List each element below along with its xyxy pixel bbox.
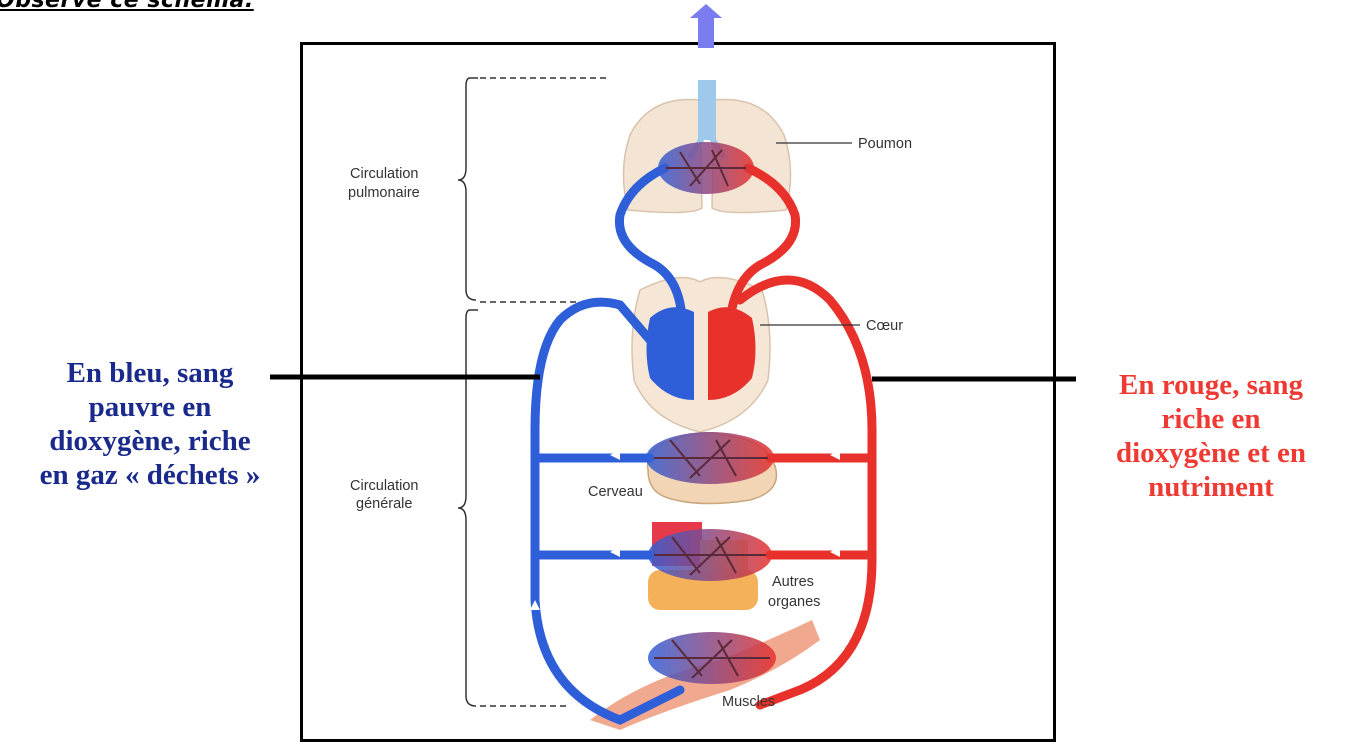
bracket-generale [458,310,570,706]
capillary-muscles [648,632,776,684]
label-poumon: Poumon [858,136,912,152]
right-label-line-2: riche en [1075,402,1347,436]
outflow-arrow [690,4,722,48]
bracket-pulmonaire [458,78,610,302]
capillary-lung [658,142,754,194]
label-autres-organes-2: organes [768,594,820,610]
right-label-line-4: nutriment [1075,470,1347,504]
capillary-organs [648,529,772,581]
label-circulation-generale-1: Circulation [350,478,419,494]
arterial-circuit [730,168,872,705]
label-cerveau: Cerveau [588,484,643,500]
right-label-line-3: dioxygène et en [1075,436,1347,470]
label-muscles: Muscles [722,694,775,710]
capillary-brain [646,432,774,484]
label-autres-organes-1: Autres [772,574,814,590]
left-label-line-1: En bleu, sang [0,356,300,390]
left-label-line-4: en gaz « déchets » [0,458,300,492]
label-coeur: Cœur [866,318,903,334]
left-label-line-2: pauvre en [0,390,300,424]
label-circulation-pulmonaire-2: pulmonaire [348,185,420,201]
label-circulation-pulmonaire-1: Circulation [350,166,419,182]
heart-icon [632,278,770,433]
label-circulation-generale-2: générale [356,496,412,512]
left-label-line-3: dioxygène, riche [0,424,300,458]
right-label-line-1: En rouge, sang [1075,368,1347,402]
deoxygenated-blood-label: En bleu, sang pauvre en dioxygène, riche… [0,356,300,492]
oxygenated-blood-label: En rouge, sang riche en dioxygène et en … [1075,368,1347,504]
